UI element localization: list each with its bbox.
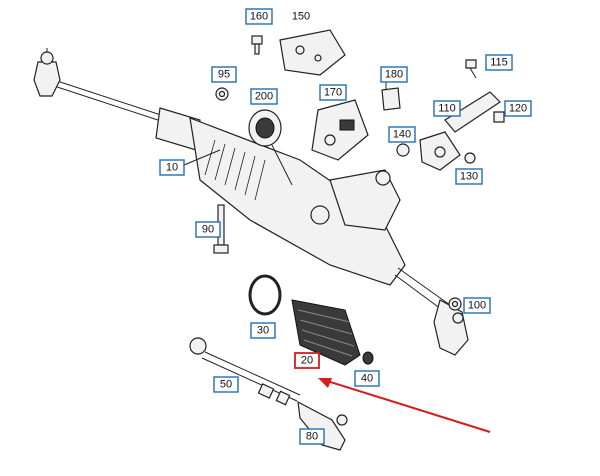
svg-text:40: 40 [361, 373, 373, 385]
svg-text:115: 115 [490, 57, 508, 69]
svg-text:170: 170 [324, 87, 342, 99]
svg-text:90: 90 [202, 224, 214, 236]
valve-170 [311, 99, 369, 161]
clamp-40 [362, 351, 374, 365]
bracket-150 [279, 29, 346, 76]
svg-text:30: 30 [257, 325, 269, 337]
label-50[interactable]: 50 [213, 376, 239, 393]
label-120[interactable]: 120 [504, 100, 532, 117]
outer-tie-rod-end-80 [297, 400, 348, 451]
label-40[interactable]: 40 [354, 370, 380, 387]
label-100[interactable]: 100 [463, 297, 491, 314]
svg-text:50: 50 [220, 379, 232, 391]
label-200[interactable]: 200 [250, 88, 278, 105]
label-115[interactable]: 115 [485, 54, 513, 71]
label-140[interactable]: 140 [388, 126, 416, 143]
coupling-110 [444, 59, 505, 133]
label-10[interactable]: 10 [159, 159, 185, 176]
label-80[interactable]: 80 [299, 428, 325, 445]
svg-text:120: 120 [509, 103, 527, 115]
universal-joint-140 [396, 131, 476, 171]
label-150[interactable]: 150 [292, 11, 310, 23]
svg-text:130: 130 [460, 171, 478, 183]
label-90[interactable]: 90 [195, 221, 221, 238]
rack-housing [189, 117, 406, 286]
svg-text:100: 100 [468, 300, 486, 312]
bolt-160 [251, 35, 263, 55]
label-110[interactable]: 110 [433, 100, 461, 117]
bellows-boot-20 [291, 299, 361, 366]
nut-100 [448, 297, 462, 311]
steering-rack [33, 48, 469, 356]
svg-text:160: 160 [250, 11, 268, 23]
svg-text:80: 80 [306, 431, 318, 443]
label-20[interactable]: 20 [294, 352, 320, 369]
svg-text:180: 180 [385, 69, 403, 81]
label-30[interactable]: 30 [250, 322, 276, 339]
highlight-arrow [318, 378, 491, 433]
label-95[interactable]: 95 [211, 66, 237, 83]
label-180[interactable]: 180 [380, 66, 408, 83]
svg-text:95: 95 [218, 69, 230, 81]
label-170[interactable]: 170 [319, 84, 347, 101]
label-130[interactable]: 130 [455, 168, 483, 185]
left-tie-rod-end [33, 61, 61, 97]
svg-text:200: 200 [255, 91, 273, 103]
bearing-200 [248, 109, 293, 186]
svg-text:140: 140 [393, 129, 411, 141]
sleeve-180 [381, 80, 401, 111]
label-160[interactable]: 160 [245, 8, 273, 25]
inner-tie-rod-50 [189, 337, 301, 406]
svg-text:110: 110 [438, 103, 456, 115]
svg-text:20: 20 [301, 355, 313, 367]
svg-text:10: 10 [166, 162, 178, 174]
clamp-30 [248, 274, 282, 316]
nut-95 [215, 87, 229, 101]
